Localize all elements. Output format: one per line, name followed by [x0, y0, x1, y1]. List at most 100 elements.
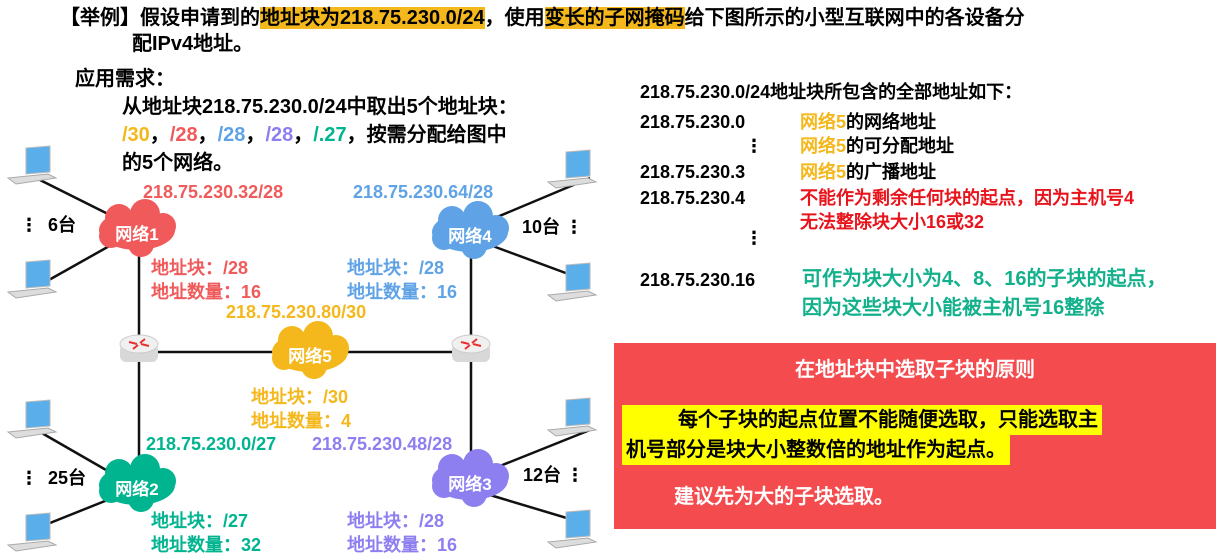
host-count: 12台: [523, 465, 562, 485]
block-28-b: /28: [217, 124, 246, 146]
principle-line2: 机号部分是块大小整数倍的地址作为起点。: [622, 435, 1010, 465]
cloud-icon-net3: [432, 449, 509, 507]
requirement-heading: 应用需求：: [75, 68, 175, 90]
net3-label: 网络3: [448, 475, 492, 494]
addr-3-desc: 网络5的广播地址: [800, 160, 936, 184]
laptop-icon: [546, 149, 598, 189]
network-diagram: [6, 145, 598, 552]
sep: ，: [197, 124, 218, 146]
title-highlight-block: 地址块为218.75.230.0/24: [260, 7, 485, 29]
address-heading: 218.75.230.0/24地址块所包含的全部地址如下：: [640, 82, 1023, 102]
laptop-icon: [6, 259, 58, 299]
net4-block: 地址块：/28: [347, 258, 445, 278]
cloud-icon-net2: [99, 454, 176, 512]
net2-label: 网络2: [115, 480, 159, 499]
title-line1: 【举例】假设申请到的地址块为218.75.230.0/24，使用变长的子网掩码给…: [60, 5, 1025, 31]
desc: 的可分配地址: [846, 136, 955, 156]
net4-hosts: 10台 ⋮: [522, 215, 583, 239]
net1-hosts: ⋮ 6台: [20, 213, 76, 237]
host-count: 6台: [48, 215, 77, 235]
desc: 的网络地址: [846, 112, 937, 132]
net4-count: 地址数量：16: [347, 282, 458, 302]
block-27: /.27: [313, 124, 347, 146]
requirement-line3: 的5个网络。: [122, 152, 234, 174]
addr-16-note2: 因为这些块大小能被主机号16整除: [802, 297, 1105, 319]
title-line2: 配IPv4地址。: [132, 33, 254, 55]
net-ref: 网络5: [800, 112, 847, 132]
net5-info: 地址块：/30 地址数量：4: [251, 385, 351, 433]
addr-16: 218.75.230.16: [640, 270, 756, 290]
ellipsis: ⋮: [745, 228, 763, 248]
addr-4-note2: 无法整除块大小16或32: [800, 212, 985, 232]
net4-prefix: 218.75.230.64/28: [353, 182, 494, 202]
net1-label: 网络1: [115, 225, 159, 244]
ellipsis: ⋮: [565, 217, 584, 237]
addr-4-note1: 不能作为剩余任何块的起点，因为主机号4: [800, 188, 1135, 208]
desc: 的广播地址: [846, 162, 937, 182]
principle-title: 在地址块中选取子块的原则: [795, 359, 1035, 381]
net3-prefix: 218.75.230.48/28: [312, 434, 453, 454]
ellipsis: ⋮: [20, 215, 38, 235]
sep: ，: [149, 124, 170, 146]
net3-block: 地址块：/28: [347, 511, 445, 531]
net5-prefix: 218.75.230.80/30: [226, 302, 367, 322]
net5-count: 地址数量：4: [251, 411, 352, 431]
net3-info: 地址块：/28 地址数量：16: [347, 509, 457, 557]
block-28-a: /28: [169, 124, 198, 146]
addr-4: 218.75.230.4: [640, 188, 746, 208]
net1-count: 地址数量：16: [151, 282, 262, 302]
ellipsis: ⋮: [20, 468, 38, 488]
router-icon: [451, 334, 491, 362]
block-30: /30: [122, 124, 150, 146]
laptop-icon: [6, 512, 58, 552]
laptop-icon: [6, 145, 58, 185]
title-text: 【举例】假设申请到的: [60, 7, 260, 29]
cloud-icons: [99, 199, 509, 512]
ellipsis: ⋮: [745, 136, 763, 156]
net5-block: 地址块：/30: [251, 387, 349, 407]
cloud-icon-net5: [272, 321, 349, 379]
host-count: 10台: [522, 217, 561, 237]
net3-count: 地址数量：16: [347, 535, 458, 555]
net2-count: 地址数量：32: [151, 535, 262, 555]
principle-box: 在地址块中选取子块的原则 每个子块的起点位置不能随便选取，只能选取主 机号部分是…: [614, 343, 1216, 529]
laptop-icon: [546, 397, 598, 437]
title-text: 给下图所示的小型互联网中的各设备分: [684, 7, 1025, 29]
requirement-line1: 从地址块218.75.230.0/24中取出5个地址块：: [122, 96, 518, 118]
principle-line3: 建议先为大的子块选取。: [674, 486, 894, 508]
net2-block: 地址块：/27: [151, 511, 249, 531]
cloud-icon-net1: [99, 199, 176, 257]
addr-0: 218.75.230.0: [640, 112, 746, 132]
addr-1-desc: 网络5的可分配地址: [800, 134, 954, 158]
net1-prefix: 218.75.230.32/28: [143, 182, 284, 202]
laptop-icon: [6, 399, 58, 439]
router-icon: [119, 334, 159, 362]
net-ref: 网络5: [800, 162, 847, 182]
principle-line1: 每个子块的起点位置不能随便选取，只能选取主: [622, 405, 1102, 435]
addr-3: 218.75.230.3: [640, 162, 746, 182]
requirement-tail: ，按需分配给图中: [346, 124, 507, 146]
net2-info: 地址块：/27 地址数量：32: [151, 509, 261, 557]
net1-info: 地址块：/28 地址数量：16: [151, 256, 261, 304]
net2-prefix: 218.75.230.0/27: [146, 434, 277, 454]
addr-0-desc: 网络5的网络地址: [800, 110, 936, 134]
laptop-icon: [546, 262, 598, 302]
title-highlight-vlsm: 变长的子网掩码: [544, 7, 685, 29]
net2-hosts: ⋮ 25台: [20, 466, 86, 490]
host-count: 25台: [48, 468, 87, 488]
net-ref: 网络5: [800, 136, 847, 156]
sep: ，: [245, 124, 266, 146]
sep: ，: [293, 124, 314, 146]
net4-info: 地址块：/28 地址数量：16: [347, 256, 457, 304]
net1-block: 地址块：/28: [151, 258, 249, 278]
net5-label: 网络5: [288, 347, 332, 366]
laptop-icon: [546, 509, 598, 549]
net3-hosts: 12台 ⋮: [523, 463, 584, 487]
title-text: ，使用: [484, 7, 545, 29]
net4-label: 网络4: [448, 227, 492, 246]
router-icons: [119, 334, 491, 362]
block-28-c: /28: [265, 124, 294, 146]
requirement-line2: /30，/28，/28，/28，/.27，按需分配给图中: [122, 122, 507, 148]
addr-16-note1: 可作为块大小为4、8、16的子块的起点，: [802, 268, 1167, 290]
laptop-icons: [6, 145, 598, 552]
